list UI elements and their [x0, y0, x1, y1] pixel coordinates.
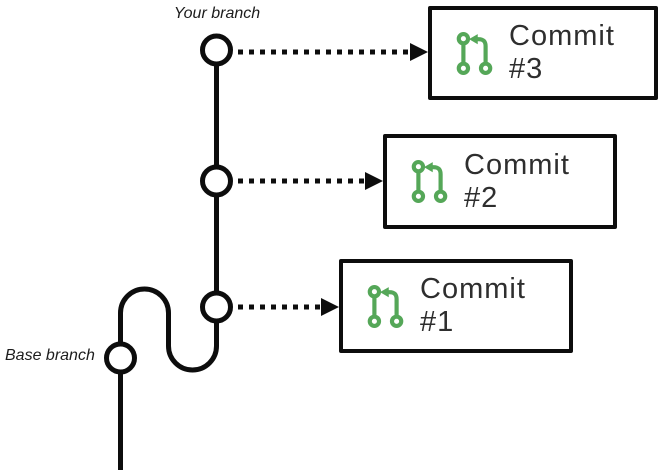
git-compare-icon [367, 284, 404, 328]
commit-1-box: Commit #1 [339, 259, 573, 353]
commit-node-1 [200, 290, 233, 324]
commit-3-box: Commit #3 [428, 6, 658, 100]
git-compare-icon [456, 31, 493, 75]
base-branch-node [104, 341, 137, 375]
commit-2-box: Commit #2 [383, 134, 617, 229]
commit-node-2 [200, 164, 233, 198]
git-compare-icon [411, 159, 448, 204]
branch-line [118, 47, 219, 470]
arrowhead-commit-2 [365, 172, 383, 190]
base-branch-label: Base branch [5, 347, 95, 364]
your-branch-label: Your branch [173, 5, 261, 22]
commit-2-label: Commit #2 [464, 148, 570, 214]
commit-1-label: Commit #1 [420, 273, 526, 338]
commit-node-3 [200, 33, 233, 67]
arrowhead-commit-3 [410, 43, 428, 61]
arrowhead-commit-1 [321, 298, 339, 316]
commit-3-label: Commit #3 [509, 20, 615, 85]
